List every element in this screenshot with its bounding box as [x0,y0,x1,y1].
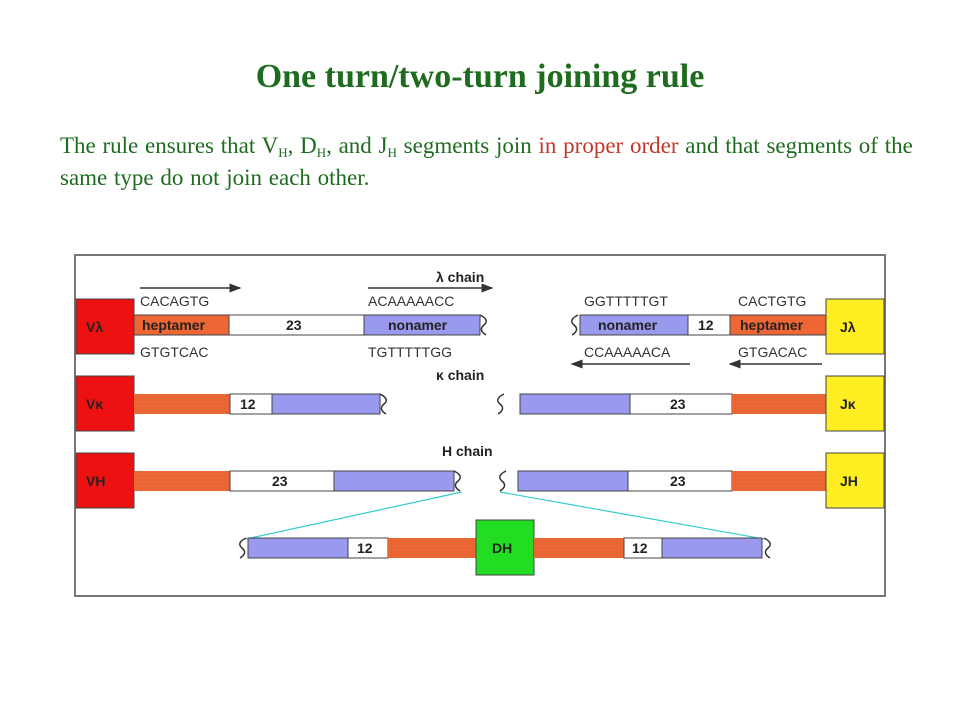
lambda-seq-bot-3: CCAAAAACA [584,344,671,360]
lambda-seq-bot-1: GTGTCAC [140,344,208,360]
v-lambda-label: Vλ [86,319,103,335]
heptamer-d-right-dots [534,538,624,558]
j-lambda-segment [825,298,885,355]
expand-line-left [245,491,463,540]
j-lambda-label: Jλ [840,319,856,335]
spacer-23-h-right-label: 23 [670,473,686,489]
highlight-text: in proper order [538,133,679,158]
page-title: One turn/two-turn joining rule [255,58,705,95]
break-h-right [499,470,507,492]
break-lambda-left [479,314,487,336]
spacer-23-kappa-label: 23 [670,396,686,412]
expand-line-right [499,491,765,540]
para-text-1: The rule ensures that V [60,133,279,158]
nonamer-d-right [661,537,763,559]
j-kappa-segment [825,375,885,432]
heptamer-h-right-dots [732,471,826,491]
heptamer-right-label: heptamer [740,317,804,333]
d-h-segment [475,519,535,576]
heptamer-kappa-right-dots [732,394,826,414]
lambda-seq-top-2: ACAAAAACC [368,293,454,309]
heptamer-d-left-dots [388,538,476,558]
spacer-12-kappa-label: 12 [240,396,256,412]
j-h-segment [825,452,885,509]
spacer-23-h-left-label: 23 [272,473,288,489]
heptamer-left-label: heptamer [142,317,206,333]
break-d-right [763,537,771,559]
heptamer-h-left-dots [134,471,230,491]
spacer-23-lambda-label: 23 [286,317,302,333]
lambda-chain-label: λ chain [436,269,484,285]
v-h-label: VH [86,473,105,489]
kappa-chain-label: κ chain [436,367,484,383]
para-text-3: , and J [326,133,388,158]
j-kappa-label: Jκ [840,396,856,412]
nonamer-d-left [247,537,349,559]
subscript-h-1: H [278,145,288,160]
para-text-4: segments join [396,133,539,158]
subscript-h-3: H [387,145,397,160]
break-lambda-right [571,314,579,336]
lambda-seq-top-3: GGTTTTTGT [584,293,668,309]
v-kappa-segment [75,375,135,432]
j-h-label: JH [840,473,858,489]
nonamer-h-right [517,470,629,492]
nonamer-kappa-right [519,393,631,415]
v-kappa-label: Vκ [86,396,103,412]
spacer-12-d-left-label: 12 [357,540,373,556]
h-chain-label: H chain [442,443,493,459]
v-h-segment [75,452,135,509]
break-kappa-left [379,393,387,415]
break-d-left [239,537,247,559]
nonamer-left-label: nonamer [388,317,448,333]
lambda-seq-top-4: CACTGTG [738,293,806,309]
lambda-seq-top-1: CACAGTG [140,293,209,309]
v-lambda-segment [75,298,135,355]
nonamer-right-label: nonamer [598,317,658,333]
nonamer-left [363,314,481,336]
subscript-h-2: H [316,145,327,160]
break-h-left [453,470,461,492]
para-text-5: and that segments of the same type do no… [60,133,913,190]
spacer-12-lambda-label: 12 [698,317,714,333]
gene-segment-diagram: λ chain CACAGTG ACAAAAACC GGTTTTTGT CACT… [74,254,886,597]
break-kappa-right [497,393,505,415]
lambda-seq-bot-2: TGTTTTTGG [368,344,452,360]
description-paragraph: The rule ensures that VH, DH, and JH seg… [60,130,920,194]
nonamer-kappa-left [271,393,381,415]
spacer-12-d-right-label: 12 [632,540,648,556]
para-text-2: , D [287,133,317,158]
lambda-seq-bot-4: GTGACAC [738,344,807,360]
heptamer-kappa-left-dots [134,394,230,414]
nonamer-h-left [333,470,455,492]
d-h-label: DH [492,540,512,556]
